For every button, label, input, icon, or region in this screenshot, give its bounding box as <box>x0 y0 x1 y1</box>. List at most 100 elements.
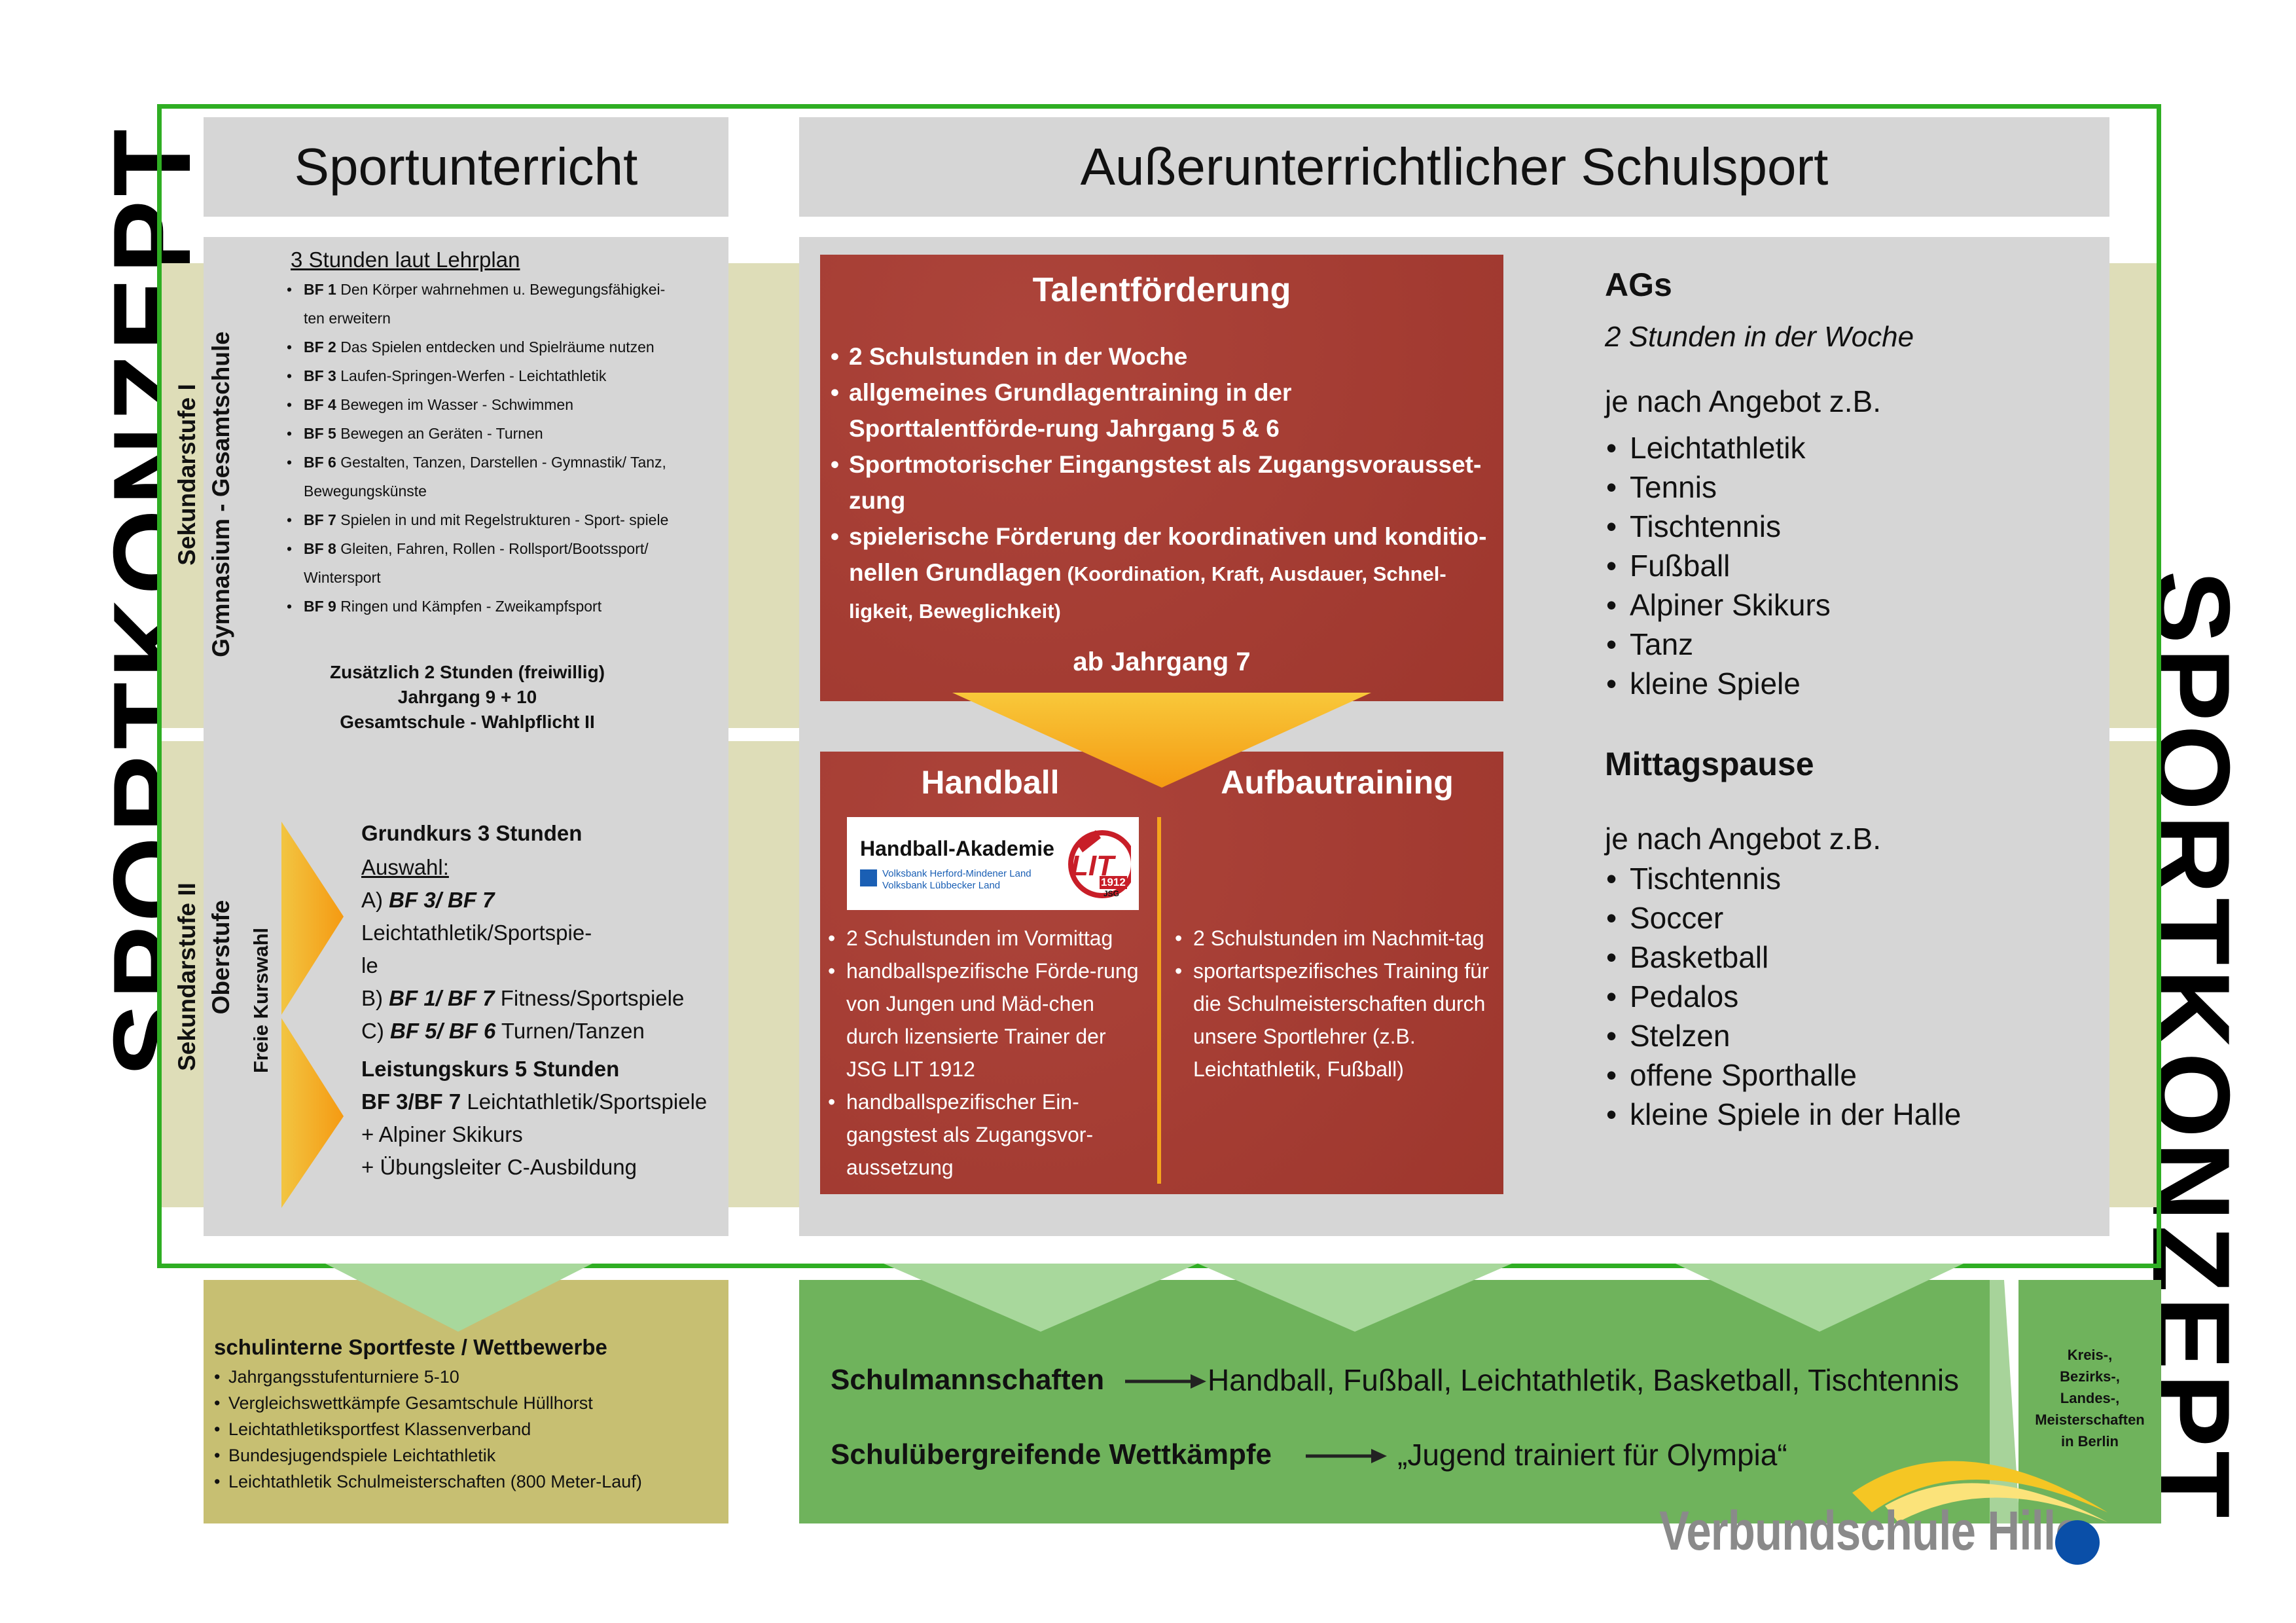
bf-item: BF 4 Bewegen im Wasser - Schwimmen <box>287 390 719 419</box>
talent-title: Talentförderung <box>1032 271 1291 309</box>
down-triangles <box>325 1264 1964 1332</box>
green-connector <box>1990 1280 2020 1523</box>
verbundschule-dot-icon <box>2055 1520 2100 1565</box>
wettkaempfe-label: Schulübergreifende Wettkämpfe <box>831 1438 1272 1470</box>
verbundschule-logo-text: Verbundschule Hille <box>1659 1500 2081 1561</box>
bf-list: BF 1 Den Körper wahrnehmen u. Bewegungsf… <box>287 275 719 621</box>
aufbau-item: 2 Schulstunden im Nachmit-tag <box>1174 922 1494 955</box>
bf-item: BF 7 Spielen in und mit Regelstrukturen … <box>287 505 719 534</box>
option-bf: BF 3/ BF 7 <box>389 888 495 912</box>
grundkurs-option: le <box>361 949 728 982</box>
leistungskurs-title: Leistungskurs 5 Stunden <box>361 1057 620 1081</box>
ags-item: Fußball <box>1605 546 2089 585</box>
ags-title: AGs <box>1605 266 1672 303</box>
sportfeste-title: schulinterne Sportfeste / Wettbewerbe <box>214 1335 607 1359</box>
talent-item-4-small: (Koordination, Kraft, Ausdauer, Schnel-l… <box>849 562 1446 623</box>
ags-list: LeichtathletikTennisTischtennisFußballAl… <box>1605 428 2089 703</box>
meister-line: Bezirks-, <box>2060 1368 2120 1385</box>
ags-item: Alpiner Skikurs <box>1605 585 2089 625</box>
logo-sub2: Volksbank Lübbecker Land <box>882 880 1001 891</box>
mittag-block: Mittagspause je nach Angebot z.B. Tischt… <box>1605 741 2089 1134</box>
option-bf: BF 5/ BF 6 <box>390 1019 496 1043</box>
bf-item: ten erweitern <box>287 304 719 333</box>
sportfest-item: Jahrgangsstufenturniere 5-10 <box>214 1364 725 1390</box>
mittag-item: Tischtennis <box>1605 859 2089 898</box>
talent-item: allgemeines Grundlagentraining in der Sp… <box>829 374 1490 447</box>
grundkurs-arrow <box>281 822 344 1015</box>
meister-line: Meisterschaften <box>2035 1412 2145 1428</box>
bf-text: Wintersport <box>304 569 381 586</box>
ags-item: Tennis <box>1605 467 2089 507</box>
bf-text: Den Körper wahrnehmen u. Bewegungsfähigk… <box>336 281 666 298</box>
sportfest-item: Leichtathletik Schulmeisterschaften (800… <box>214 1468 725 1495</box>
aufbau-item: sportartspezifisches Training für die Sc… <box>1174 955 1494 1085</box>
lit-logo-icon: LIT 1912 JSG <box>1063 825 1136 902</box>
mittag-intro: je nach Angebot z.B. <box>1605 822 1881 856</box>
lehrplan-title: 3 Stunden laut Lehrplan <box>291 247 520 272</box>
zusatz-line-3: Gesamtschule - Wahlpflicht II <box>340 712 595 732</box>
bf-text: Gestalten, Tanzen, Darstellen - Gymnasti… <box>336 454 666 471</box>
bf-code: BF 8 <box>304 540 336 557</box>
ags-item: Tanz <box>1605 625 2089 664</box>
sportunterricht-header-text: Sportunterricht <box>294 137 638 196</box>
sportfeste-box: schulinterne Sportfeste / Wettbewerbe Ja… <box>204 1280 728 1523</box>
bf-text: Spielen in und mit Regelstrukturen - Spo… <box>336 511 669 528</box>
volksbank-icon <box>860 869 877 886</box>
schulmannschaften-box: Schulmannschaften Handball, Fußball, Lei… <box>799 1280 1990 1523</box>
freie-kurswahl-label: Freie Kurswahl <box>249 927 272 1074</box>
handball-akademie-logo: Handball-Akademie Volksbank Herford-Mind… <box>847 817 1139 910</box>
bf-code: BF 4 <box>304 396 336 413</box>
ausser-header: Außerunterrichtlicher Schulsport <box>799 117 2109 217</box>
bf-item: Wintersport <box>287 563 719 592</box>
bf-code: BF 3 <box>304 367 336 384</box>
arrow-right-icon <box>1306 1449 1387 1463</box>
talent-down-arrow <box>952 693 1371 788</box>
bf-text: Bewegen an Geräten - Turnen <box>336 425 543 442</box>
arrow-right-icon <box>1125 1374 1206 1389</box>
option-text: Fitness/Sportspiele <box>494 986 685 1010</box>
option-bf: BF 1/ BF 7 <box>389 986 495 1010</box>
mittag-item: Pedalos <box>1605 977 2089 1016</box>
bf-item: BF 6 Gestalten, Tanzen, Darstellen - Gym… <box>287 448 719 477</box>
leistungskurs-line: BF 3/BF 7 Leichtathletik/Sportspiele <box>361 1085 728 1118</box>
zusatz-block: Zusätzlich 2 Stunden (freiwillig) Jahrga… <box>291 660 644 735</box>
line-text: + Übungsleiter C-Ausbildung <box>361 1155 637 1179</box>
ags-item: Leichtathletik <box>1605 428 2089 467</box>
handball-item: handballspezifische Förde-rung von Junge… <box>827 955 1147 1085</box>
bf-text: ten erweitern <box>304 310 391 327</box>
leistungskurs-line: + Alpiner Skikurs <box>361 1118 728 1151</box>
grundkurs-option: B) BF 1/ BF 7 Fitness/Sportspiele <box>361 982 728 1015</box>
ags-item: kleine Spiele <box>1605 664 2089 703</box>
grundkurs-title: Grundkurs 3 Stunden <box>361 821 583 845</box>
option-prefix: B) <box>361 986 389 1010</box>
bf-text: Laufen-Springen-Werfen - Leichtathletik <box>336 367 607 384</box>
verbundschule-swoosh-icon <box>1852 1461 2108 1522</box>
sportunterricht-header: Sportunterricht <box>204 117 728 217</box>
grundkurs-option: C) BF 5/ BF 6 Turnen/Tanzen <box>361 1015 728 1048</box>
line-text: Leichtathletik/Sportspiele <box>461 1089 708 1114</box>
ags-block: AGs 2 Stunden in der Woche je nach Angeb… <box>1605 262 2089 703</box>
bf-item: BF 3 Laufen-Springen-Werfen - Leichtathl… <box>287 361 719 390</box>
handball-item: 2 Schulstunden im Vormittag <box>827 922 1147 955</box>
ausser-header-text: Außerunterrichtlicher Schulsport <box>1080 137 1829 196</box>
zusatz-line-2: Jahrgang 9 + 10 <box>397 687 537 707</box>
auswahl-label: Auswahl: <box>361 855 449 879</box>
lit-jsg: JSG <box>1103 889 1120 898</box>
sportfeste-list: Jahrgangsstufenturniere 5-10Vergleichswe… <box>214 1364 725 1495</box>
bf-code: BF 5 <box>304 425 336 442</box>
leistungskurs-line: + Übungsleiter C-Ausbildung <box>361 1151 728 1184</box>
talent-item-4-text: spielerische Förderung der koordinativen… <box>849 523 1487 586</box>
option-prefix: A) <box>361 888 389 912</box>
zusatz-line-1: Zusätzlich 2 Stunden (freiwillig) <box>329 662 605 682</box>
option-text: Turnen/Tanzen <box>495 1019 645 1043</box>
sek1-label: Sekundarstufe I <box>173 384 200 566</box>
logo-sub1: Volksbank Herford-Mindener Land <box>882 868 1031 879</box>
option-text: Leichtathletik/Sportspie- <box>361 921 592 945</box>
mittag-item: kleine Spiele in der Halle <box>1605 1095 2089 1134</box>
line-text: + Alpiner Skikurs <box>361 1122 523 1146</box>
talent-item: 2 Schulstunden in der Woche <box>829 338 1490 374</box>
leistungskurs-block: Leistungskurs 5 Stunden BF 3/BF 7 Leicht… <box>361 1053 728 1184</box>
talent-item: Sportmotorischer Eingangstest als Zugang… <box>829 447 1490 519</box>
ags-subtitle: 2 Stunden in der Woche <box>1605 321 1914 353</box>
aufbau-title: Aufbautraining <box>1221 764 1454 801</box>
